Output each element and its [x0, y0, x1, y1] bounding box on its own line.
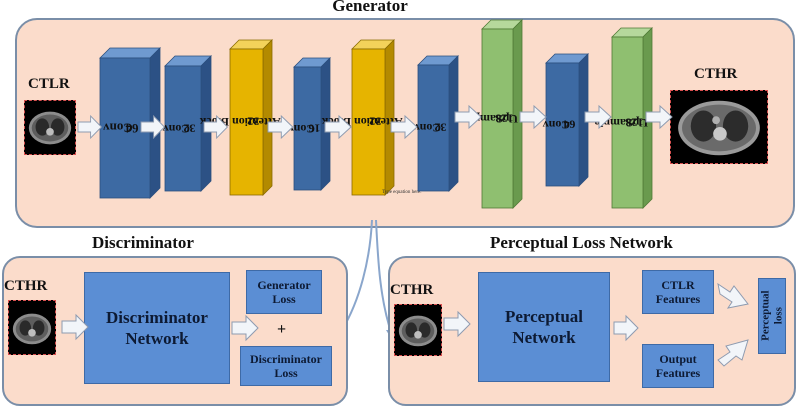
ctlr-input-image	[24, 100, 76, 155]
perceptual-loss-box: Perceptual loss	[758, 278, 786, 354]
disc-cthr-image	[8, 300, 56, 355]
discriminator-loss-box: Discriminator Loss	[240, 346, 332, 386]
discriminator-title: Discriminator	[92, 233, 194, 252]
perceptual-network-label: Perceptual Network	[504, 306, 584, 347]
perc-cthr-image	[394, 304, 442, 356]
arrow-disc-output	[231, 314, 259, 342]
arrow-output-to-loss	[717, 339, 749, 367]
perceptual-title: Perceptual Loss Network	[490, 233, 673, 252]
arrow-perc-network-out	[613, 314, 639, 342]
arrow-disc-input	[61, 313, 89, 341]
perceptual-network-box: Perceptual Network	[478, 272, 610, 382]
generator-title: Generator	[332, 0, 408, 15]
discriminator-network-label: Discriminator Network	[106, 307, 208, 348]
arrow-perc-input	[443, 310, 471, 338]
ctlr-features-label: CTLR Features	[655, 277, 701, 306]
cthr-output-image	[670, 90, 768, 164]
loss-plus-sign: +	[277, 321, 287, 338]
equation-placeholder-note: Type equation here.	[382, 190, 422, 195]
ctlr-input-label: CTLR	[28, 76, 70, 92]
output-features-label: Output Features	[655, 351, 701, 380]
discriminator-network-box: Discriminator Network	[84, 272, 230, 384]
disc-cthr-label: CTHR	[4, 278, 48, 294]
output-features-box: Output Features	[642, 344, 714, 388]
arrow-ctlr-to-loss	[717, 282, 749, 309]
cthr-output-label: CTHR	[694, 66, 738, 82]
generator-loss-box: Generator Loss	[246, 270, 322, 314]
ctlr-features-box: CTLR Features	[642, 270, 714, 314]
discriminator-loss-label: Discriminator Loss	[250, 351, 322, 380]
perc-cthr-label: CTHR	[390, 282, 434, 298]
generator-loss-label: Generator Loss	[257, 277, 311, 306]
